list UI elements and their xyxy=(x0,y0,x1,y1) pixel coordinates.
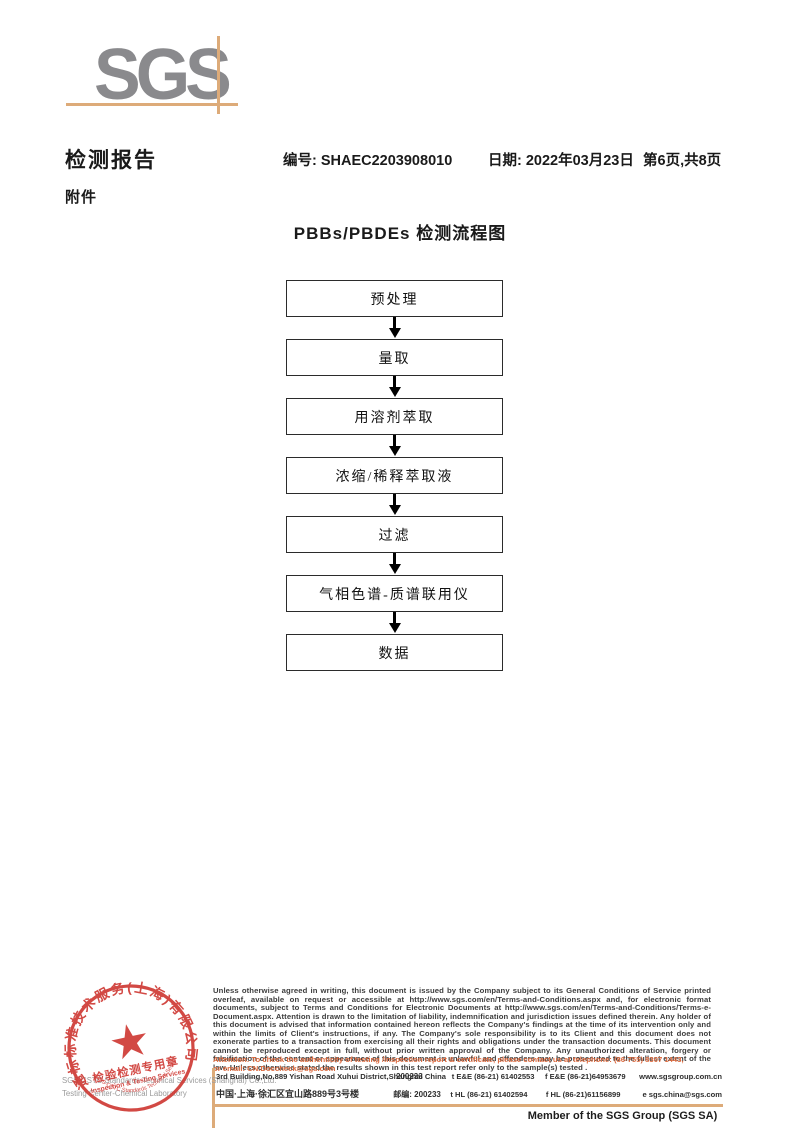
flow-step-concentrate-dilute: 浓缩/稀释萃取液 xyxy=(286,457,503,494)
sgs-logo: SGS xyxy=(64,22,264,132)
sgs-logo-text: SGS xyxy=(94,33,232,115)
footer-vertical-line xyxy=(212,1068,215,1128)
legal-disclaimer: Unless otherwise agreed in writing, this… xyxy=(213,986,711,1072)
arrow-down-icon xyxy=(393,317,396,329)
website: www.sgsgroup.com.cn xyxy=(639,1072,722,1081)
logo-vertical-line xyxy=(217,36,220,114)
email: e sgs.china@sgs.com xyxy=(642,1090,723,1099)
arrow-down-icon xyxy=(393,376,396,388)
postcode-chinese: 邮编: 200233 xyxy=(393,1090,441,1099)
attention-notice: Attention: To check the authenticity of … xyxy=(213,1055,711,1073)
attention-line2: or email: CN.Doccheck@sgs.com xyxy=(213,1063,336,1073)
arrow-down-icon xyxy=(393,553,396,565)
footer-lab-name: Testing Center-Chemical Laboratory xyxy=(62,1089,187,1098)
arrow-down-icon xyxy=(393,494,396,506)
flow-step-pretreatment: 预处理 xyxy=(286,280,503,317)
flowchart-title: PBBs/PBDEs 检测流程图 xyxy=(293,224,507,243)
report-number: 编号: SHAEC2203908010 xyxy=(283,153,453,169)
inspection-stamp-icon: 通标标准技术服务(上海)有限公司 ★ 检验检测专用章 Inspection & … xyxy=(52,969,204,1112)
report-date: 日期: 2022年03月23日 xyxy=(488,153,634,169)
address-chinese: 中国·上海·徐汇区宜山路889号3号楼 xyxy=(216,1089,360,1099)
address-block: 3rd Building,No.889 Yishan Road Xuhui Di… xyxy=(216,1072,722,1102)
member-of-sgs-group: Member of the SGS Group (SGS SA) xyxy=(527,1110,718,1122)
footer-company-name: SGS-CSTC Standards Technical Services (S… xyxy=(62,1076,277,1085)
footer-horizontal-line xyxy=(213,1104,723,1107)
flow-step-gcms: 气相色谱-质谱联用仪 xyxy=(286,575,503,612)
attachment-label: 附件 xyxy=(65,189,98,206)
arrow-down-icon xyxy=(393,612,396,624)
flow-step-measure: 量取 xyxy=(286,339,503,376)
telephone-2: t HL (86-21) 61402594 xyxy=(450,1090,528,1099)
logo-horizontal-line xyxy=(66,103,238,106)
telephone-1: t E&E (86-21) 61402553 xyxy=(451,1072,535,1081)
fax-2: f HL (86-21)61156899 xyxy=(545,1090,621,1099)
flow-step-filter: 过滤 xyxy=(286,516,503,553)
postcode-english: 200233 xyxy=(396,1072,423,1081)
address-english: 3rd Building,No.889 Yishan Road Xuhui Di… xyxy=(216,1072,446,1081)
attention-line1: Attention: To check the authenticity of … xyxy=(213,1055,684,1064)
flowchart: 预处理 量取 用溶剂萃取 浓缩/稀释萃取液 过滤 气相色谱-质谱联用仪 数据 xyxy=(286,280,503,671)
report-title: 检测报告 xyxy=(65,149,157,172)
flow-step-solvent-extraction: 用溶剂萃取 xyxy=(286,398,503,435)
fax-1: f E&E (86-21)64953679 xyxy=(544,1072,626,1081)
flow-step-data: 数据 xyxy=(286,634,503,671)
stamp-star-icon: ★ xyxy=(104,1011,155,1070)
page-indicator: 第6页,共8页 xyxy=(643,153,722,169)
arrow-down-icon xyxy=(393,435,396,447)
